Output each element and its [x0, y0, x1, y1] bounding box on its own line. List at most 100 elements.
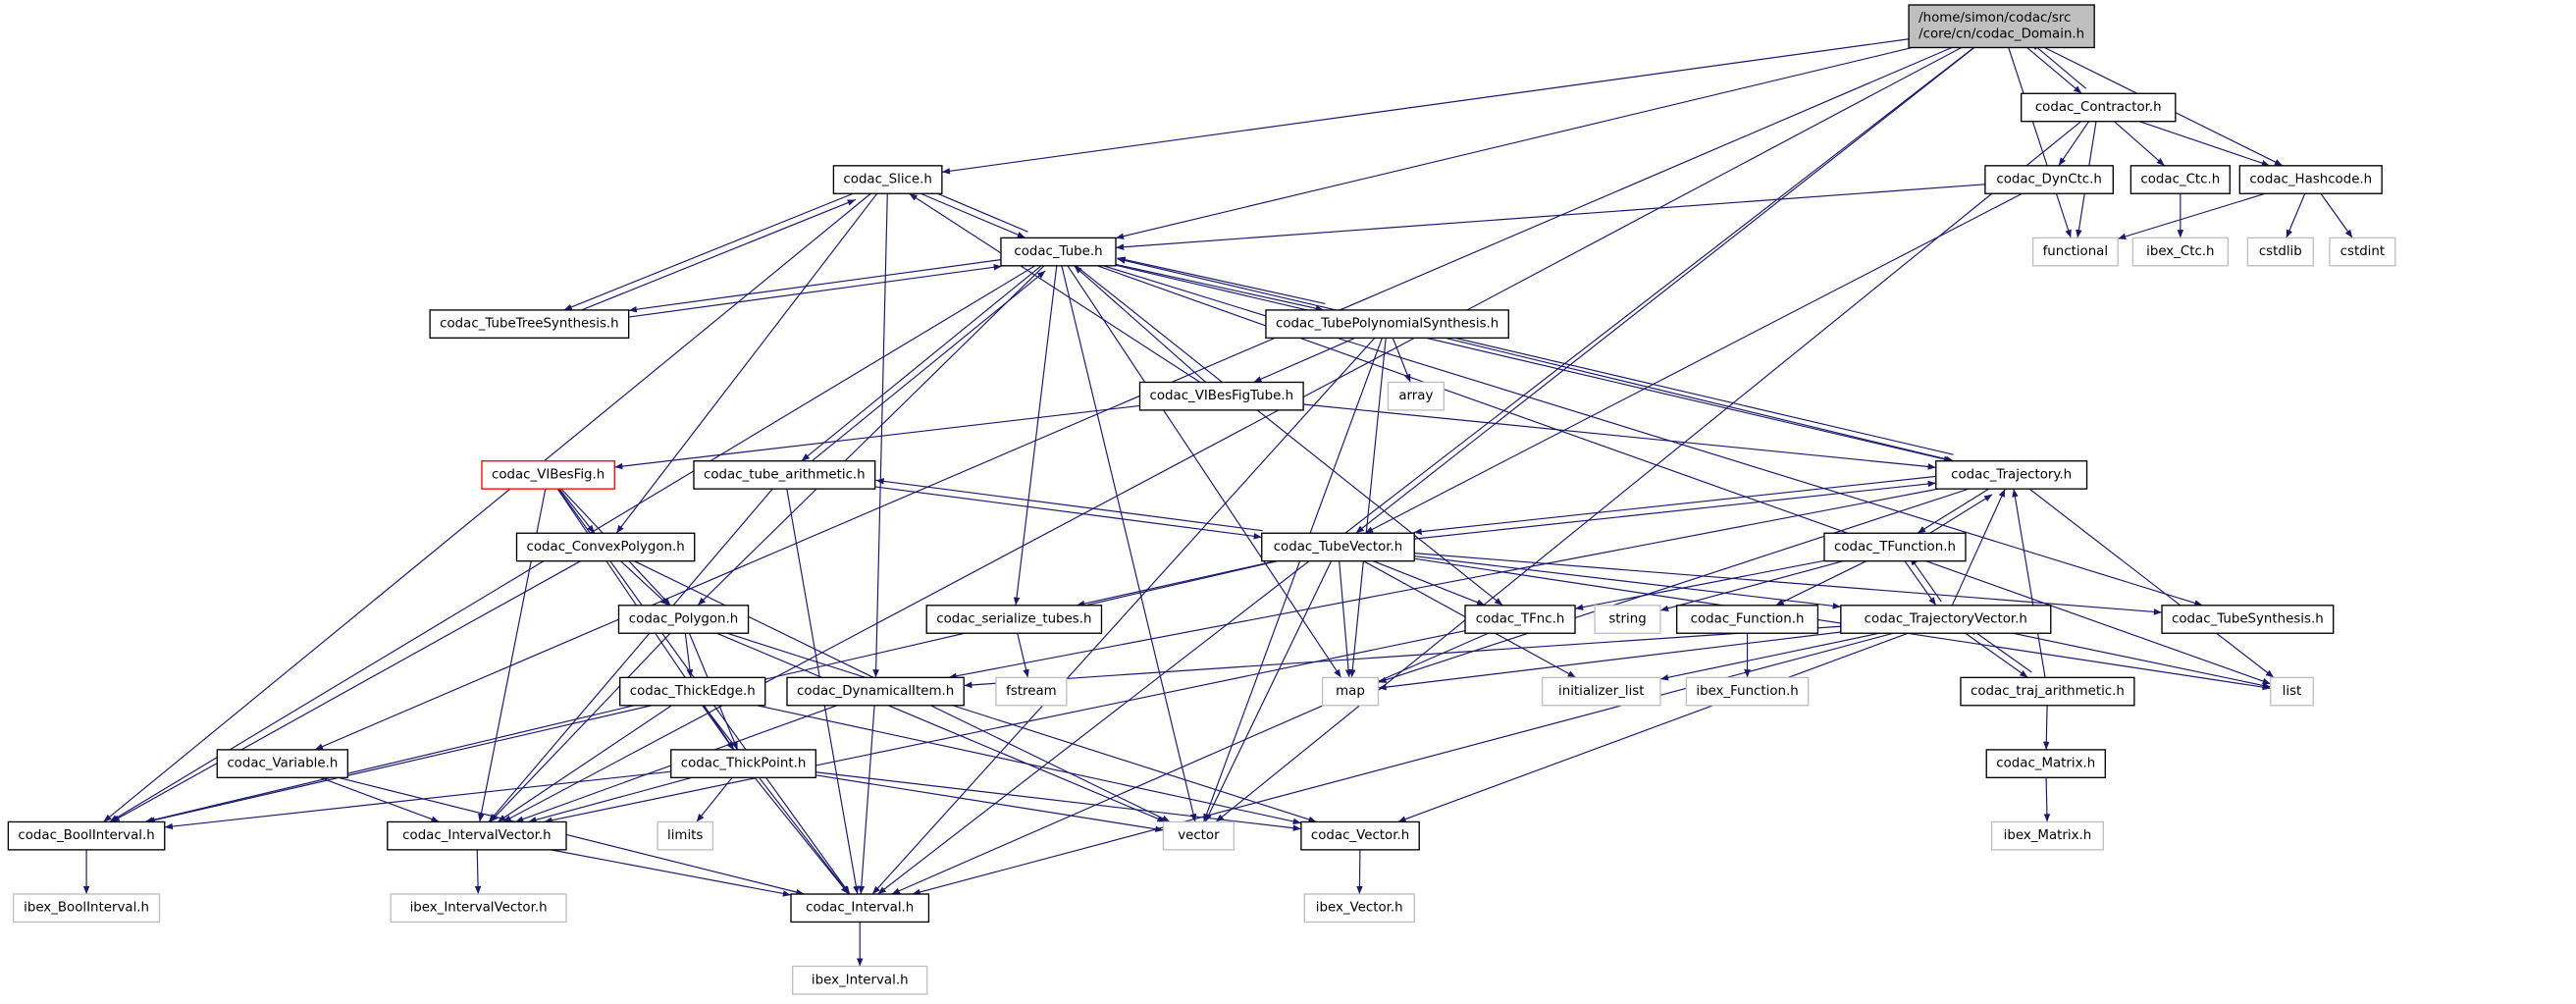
node-box: [786, 676, 965, 707]
node-box: [995, 676, 1068, 707]
edge-tfunction-to-string: [1659, 560, 1844, 612]
node-cstdint[interactable]: cstdint: [2329, 237, 2396, 267]
node-cstdlib[interactable]: cstdlib: [2246, 237, 2314, 267]
node-label: codac_TubeVector.h: [1274, 540, 1403, 555]
node-intervalvector[interactable]: codac_IntervalVector.h: [387, 820, 567, 851]
node-trajectory[interactable]: codac_Trajectory.h: [1935, 460, 2088, 490]
node-interval[interactable]: codac_Interval.h: [790, 893, 930, 924]
edge-thickpoint-to-boolinterval: [164, 770, 671, 830]
edge-hashcode-to-cstdint: [2320, 192, 2353, 238]
node-domain[interactable]: /home/simon/codac/src/core/cn/codac_Doma…: [1908, 4, 2095, 49]
node-label: codac_Hashcode.h: [2249, 173, 2372, 187]
node-ibex_boolinterval[interactable]: ibex_BoolInterval.h: [13, 893, 161, 924]
node-dynitem[interactable]: codac_DynamicalItem.h: [786, 676, 965, 707]
edge-tube-to-tps: [1115, 263, 1325, 312]
edge-tubevector-to-serialize: [1076, 560, 1276, 608]
node-vibesfigtube[interactable]: codac_VIBesFigTube.h: [1138, 381, 1304, 411]
node-tubevector[interactable]: codac_TubeVector.h: [1261, 532, 1415, 562]
node-string[interactable]: string: [1594, 605, 1661, 634]
edge-tube-to-serialize: [1013, 265, 1058, 606]
node-ctc[interactable]: codac_Ctc.h: [2129, 165, 2231, 194]
edge-tube-to-polygon: [697, 265, 1045, 607]
node-vibesfig[interactable]: codac_VIBesFig.h: [481, 460, 615, 490]
node-box: [1840, 605, 2052, 634]
node-label: ibex_BoolInterval.h: [24, 901, 149, 916]
node-functional[interactable]: functional: [2031, 237, 2119, 267]
edge-vibesfigtube-to-tube: [1074, 265, 1207, 383]
node-label: codac_TFnc.h: [1476, 612, 1565, 627]
node-list[interactable]: list: [2270, 676, 2314, 707]
node-initlist[interactable]: initializer_list: [1541, 676, 1661, 707]
node-array[interactable]: array: [1387, 381, 1445, 411]
node-traj_arith[interactable]: codac_traj_arithmetic.h: [1960, 676, 2135, 707]
node-ibex_ctc[interactable]: ibex_Ctc.h: [2131, 237, 2229, 267]
edge-trajvector-to-dynitem: [964, 625, 1841, 689]
node-ibex_interval[interactable]: ibex_Interval.h: [792, 965, 928, 995]
edge-domain-to-tube: [1115, 46, 1913, 239]
node-function[interactable]: codac_Function.h: [1675, 605, 1819, 634]
node-variable[interactable]: codac_Variable.h: [216, 749, 349, 778]
edge-tube-to-trajectory: [1115, 264, 1953, 463]
edge-domain-to-interval: [877, 47, 1974, 895]
node-convexpolygon[interactable]: codac_ConvexPolygon.h: [515, 532, 696, 562]
edge-dynitem-to-interval: [858, 705, 875, 895]
edge-traj_arith-to-trajectory: [2012, 489, 2046, 678]
node-label: ibex_Vector.h: [1316, 901, 1403, 916]
node-label: codac_serialize_tubes.h: [936, 612, 1091, 627]
node-thickedge[interactable]: codac_ThickEdge.h: [619, 676, 766, 707]
edge-polygon-to-cvector: [726, 632, 1317, 823]
node-thickpoint[interactable]: codac_ThickPoint.h: [670, 749, 816, 778]
edge-tube-to-slice: [922, 186, 1028, 233]
node-box: [1387, 381, 1445, 411]
node-trajvector[interactable]: codac_TrajectoryVector.h: [1840, 605, 2052, 634]
edge-vibesfig-to-convexpolygon: [558, 488, 596, 534]
node-dynctc[interactable]: codac_DynCtc.h: [1984, 165, 2114, 194]
node-box: [670, 749, 816, 778]
node-serialize[interactable]: codac_serialize_tubes.h: [925, 605, 1103, 634]
node-box: [2031, 237, 2119, 267]
node-hashcode[interactable]: codac_Hashcode.h: [2238, 165, 2383, 194]
node-label: functional: [2043, 244, 2108, 259]
edge-tubevector-to-vector: [1204, 560, 1333, 822]
node-tps[interactable]: codac_TubePolynomialSynthesis.h: [1265, 309, 1509, 340]
node-matrix[interactable]: codac_Matrix.h: [1985, 749, 2106, 778]
node-label: codac_Interval.h: [806, 901, 914, 916]
node-tts[interactable]: codac_TubeTreeSynthesis.h: [429, 309, 630, 340]
node-slice[interactable]: codac_Slice.h: [832, 165, 943, 194]
node-tfnc[interactable]: codac_TFnc.h: [1464, 605, 1576, 634]
node-tube[interactable]: codac_Tube.h: [1000, 237, 1117, 267]
node-box: [429, 309, 630, 340]
node-label: array: [1398, 389, 1433, 403]
node-vector[interactable]: vector: [1162, 820, 1235, 851]
node-tubesynthesis[interactable]: codac_TubeSynthesis.h: [2161, 605, 2335, 634]
edge-trajvector-to-interval: [912, 632, 1894, 896]
node-box: [2131, 237, 2229, 267]
node-map[interactable]: map: [1321, 676, 1380, 707]
edge-tubevector-to-map: [1339, 560, 1352, 678]
node-fstream[interactable]: fstream: [995, 676, 1068, 707]
edge-polygon-to-vector: [716, 632, 1166, 822]
node-label: cstdlib: [2259, 244, 2302, 259]
edge-trajectory-to-tubevector: [1413, 475, 1936, 535]
node-limits[interactable]: limits: [657, 820, 714, 851]
node-polygon[interactable]: codac_Polygon.h: [617, 605, 750, 634]
node-box: [7, 820, 166, 851]
node-tube_arith[interactable]: codac_tube_arithmetic.h: [693, 460, 876, 490]
edge-dynctc-to-tube: [1115, 184, 1985, 250]
node-ibex_intervalvector[interactable]: ibex_IntervalVector.h: [390, 893, 567, 924]
edge-trajvector-to-map: [1378, 631, 1841, 691]
node-ibex_matrix[interactable]: ibex_Matrix.h: [1990, 820, 2104, 851]
node-tfunction[interactable]: codac_TFunction.h: [1823, 532, 1967, 562]
node-contractor[interactable]: codac_Contractor.h: [2021, 92, 2177, 123]
node-ibex_function[interactable]: ibex_Function.h: [1685, 676, 1810, 707]
edge-vibesfigtube-to-trajectory: [1303, 403, 1936, 470]
node-box: [390, 893, 567, 924]
node-label: codac_Function.h: [1691, 612, 1805, 627]
node-label: /core/cn/codac_Domain.h: [1919, 27, 2084, 42]
node-ibex_vector[interactable]: ibex_Vector.h: [1303, 893, 1415, 924]
node-box: [216, 749, 349, 778]
node-box: [2329, 237, 2396, 267]
node-cvector[interactable]: codac_Vector.h: [1300, 820, 1420, 851]
edge-trajectory-to-map: [1378, 488, 1970, 683]
node-boolinterval[interactable]: codac_BoolInterval.h: [7, 820, 166, 851]
